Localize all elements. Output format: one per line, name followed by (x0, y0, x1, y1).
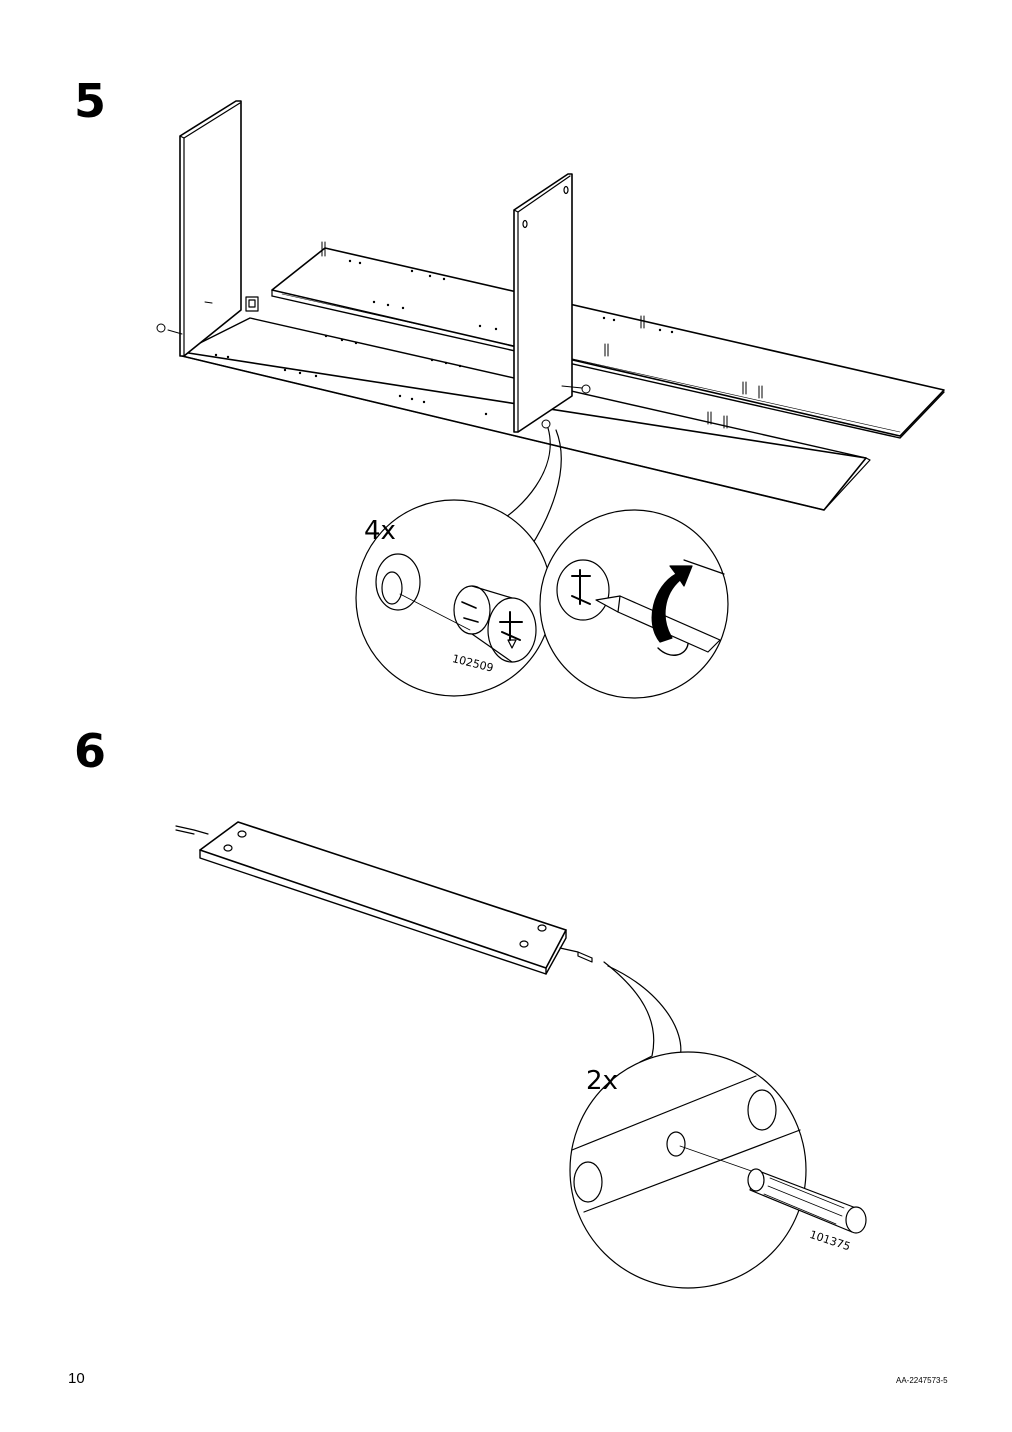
hole-dots (214, 259, 674, 416)
document-code: AA-2247573-5 (896, 1376, 948, 1385)
step-number-6: 6 (74, 724, 107, 778)
quantity-label-step6: 2x (586, 1066, 618, 1096)
rotate-arrow-icon (652, 566, 692, 642)
quantity-label-step5: 4x (364, 516, 396, 546)
middle-upright-panel (514, 174, 572, 432)
dowel-icon (748, 1169, 866, 1233)
top-board (272, 248, 944, 438)
step5-detail-screwdriver (540, 510, 728, 698)
step5-detail-cam-insert (356, 500, 552, 696)
left-side-panel (180, 101, 258, 356)
step5-cabinet-drawing (157, 101, 944, 548)
dowel-marks (157, 242, 762, 428)
page-number: 10 (68, 1370, 85, 1387)
cam-lock-icon (454, 586, 536, 662)
step-number-5: 5 (74, 74, 107, 128)
step6-detail-dowel (570, 1052, 866, 1288)
step6-shelf-drawing (176, 822, 681, 1062)
